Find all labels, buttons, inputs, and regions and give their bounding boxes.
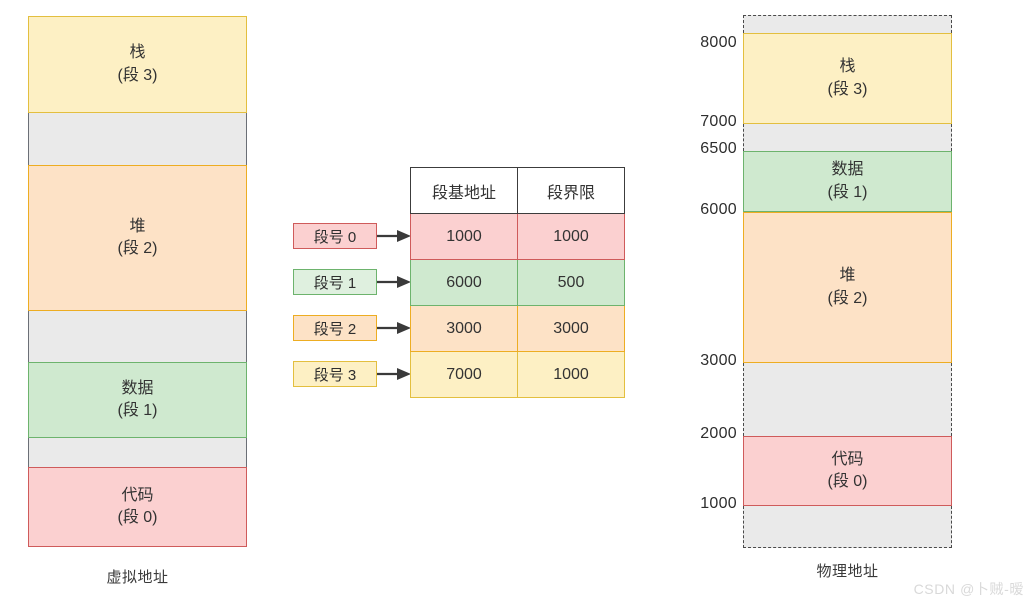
- virtual-address-caption: 虚拟地址: [106, 569, 169, 586]
- watermark: CSDN @卜贼-暧: [913, 581, 1024, 597]
- virtual-block-stack: 栈 (段 3): [28, 16, 247, 113]
- physical-block-gap-top: [743, 15, 952, 33]
- physical-block-gap-bottom: [743, 506, 952, 548]
- chip-segment-2-label: 段号 2: [313, 320, 357, 338]
- physical-address-tick-1000: 1000: [700, 495, 737, 512]
- segment-table-row-2-base: 3000: [410, 305, 518, 352]
- segment-table-row-0-base: 1000: [410, 213, 518, 260]
- virtual-block-heap: 堆 (段 2): [28, 165, 247, 311]
- physical-block-data-sublabel: (段 1): [827, 183, 868, 201]
- segment-table-row-0-limit: 1000: [517, 213, 625, 260]
- chip-segment-3-label: 段号 3: [313, 366, 357, 384]
- segment-table-header-limit: 段界限: [517, 167, 625, 214]
- segment-table-row-3-base: 7000: [410, 351, 518, 398]
- segment-table-row-2-limit: 3000: [517, 305, 625, 352]
- physical-block-heap-label: 堆: [839, 267, 856, 285]
- arrow-segment-3: [377, 368, 411, 380]
- physical-address-tick-3000: 3000: [700, 352, 737, 369]
- virtual-block-data-sublabel: (段 1): [117, 402, 158, 419]
- virtual-block-gap-1: [28, 113, 247, 165]
- physical-block-code-label: 代码: [831, 450, 864, 468]
- chip-segment-1[interactable]: 段号 1: [293, 269, 377, 295]
- chip-segment-0-label: 段号 0: [313, 228, 357, 246]
- chip-segment-2[interactable]: 段号 2: [293, 315, 377, 341]
- virtual-block-stack-sublabel: (段 3): [117, 66, 158, 84]
- segment-table-row-0[interactable]: 1000 1000: [410, 213, 625, 260]
- virtual-block-gap-2: [28, 311, 247, 362]
- virtual-block-data: 数据 (段 1): [28, 362, 247, 438]
- chip-segment-1-label: 段号 1: [313, 274, 357, 292]
- virtual-block-stack-label: 栈: [129, 44, 146, 62]
- virtual-block-code-sublabel: (段 0): [117, 509, 158, 526]
- physical-block-data-label: 数据: [831, 161, 864, 179]
- chip-segment-0[interactable]: 段号 0: [293, 223, 377, 249]
- segment-table-header-row: 段基地址 段界限: [410, 167, 625, 214]
- physical-block-code-sublabel: (段 0): [827, 473, 868, 490]
- virtual-block-heap-label: 堆: [129, 217, 146, 235]
- segment-table-row-1-limit: 500: [517, 259, 625, 306]
- segment-table-row-3[interactable]: 7000 1000: [410, 351, 625, 398]
- physical-address-tick-6500: 6500: [700, 140, 737, 157]
- physical-block-gap-3: [743, 363, 952, 436]
- physical-address-tick-8000: 8000: [700, 34, 737, 51]
- arrow-segment-0: [377, 230, 411, 242]
- physical-block-stack-label: 栈: [839, 58, 856, 76]
- virtual-block-code-label: 代码: [121, 486, 154, 504]
- chip-segment-3[interactable]: 段号 3: [293, 361, 377, 387]
- physical-block-stack-sublabel: (段 3): [827, 80, 868, 98]
- physical-block-heap-sublabel: (段 2): [827, 289, 868, 307]
- arrow-segment-1: [377, 276, 411, 288]
- physical-block-stack: 栈 (段 3): [743, 33, 952, 124]
- segment-table-row-3-limit: 1000: [517, 351, 625, 398]
- physical-block-heap: 堆 (段 2): [743, 212, 952, 363]
- virtual-block-code: 代码 (段 0): [28, 467, 247, 547]
- virtual-block-heap-sublabel: (段 2): [117, 240, 158, 257]
- physical-block-code: 代码 (段 0): [743, 436, 952, 506]
- physical-address-tick-6000: 6000: [700, 201, 737, 218]
- physical-block-gap-2: [743, 124, 952, 151]
- segment-table-row-1-base: 6000: [410, 259, 518, 306]
- virtual-block-data-label: 数据: [121, 379, 154, 397]
- virtual-block-gap-3: [28, 438, 247, 467]
- segment-table-row-1[interactable]: 6000 500: [410, 259, 625, 306]
- segment-table-row-2[interactable]: 3000 3000: [410, 305, 625, 352]
- physical-block-data: 数据 (段 1): [743, 151, 952, 212]
- segment-table: 段基地址 段界限 1000 1000 6000 500 3000 3000: [410, 167, 625, 398]
- physical-address-caption: 物理地址: [816, 563, 879, 580]
- physical-address-tick-2000: 2000: [700, 425, 737, 442]
- arrow-segment-2: [377, 322, 411, 334]
- physical-address-tick-7000: 7000: [700, 113, 737, 130]
- segment-table-header-base: 段基地址: [410, 167, 518, 214]
